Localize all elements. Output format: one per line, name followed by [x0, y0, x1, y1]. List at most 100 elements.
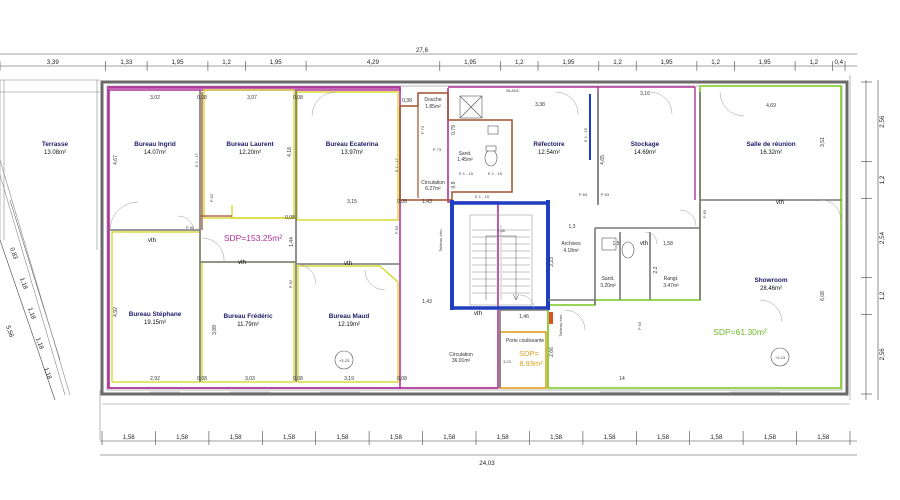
left-diagonal-dimension: 0,83	[8, 247, 19, 261]
dim-label: 2,66	[549, 347, 555, 357]
top-segment-dimension: 0,4	[834, 59, 843, 66]
label-tableau-elec: Tableau élec.	[558, 313, 563, 337]
right-segment-dimension: 2,56	[879, 115, 886, 128]
dim-label: 0,38	[402, 98, 412, 104]
door-tag: P 73	[433, 147, 442, 152]
room-name-rangt: Rangt.	[664, 276, 679, 282]
office-stephane-outline	[111, 231, 201, 383]
dim-label: 1,43	[422, 199, 432, 205]
room-area-ecaterina: 13.97m²	[341, 150, 363, 156]
bottom-segment-dimension: 1,58	[764, 434, 777, 441]
dim-label: 0,08	[197, 95, 207, 101]
dim-label: 0,08	[293, 95, 303, 101]
interior-walls	[108, 90, 841, 388]
bottom-segment-dimension: 1,58	[390, 434, 403, 441]
exterior-walls	[100, 75, 851, 405]
bottom-segment-dimension: 1,58	[710, 434, 723, 441]
magenta-zone-frame	[107, 86, 401, 389]
top-segment-dimension: 1,95	[759, 59, 772, 66]
right-segment-dimension: 1,2	[879, 175, 886, 184]
sdp-label-orange-prefix: SDP=	[519, 349, 539, 358]
dim-label: 3,03	[245, 376, 255, 382]
laurent-corridor-yellow	[231, 205, 296, 219]
door-tag: P 82	[288, 279, 293, 288]
bottom-segment-dimension: 1,58	[550, 434, 563, 441]
room-name-stockage: Stockage	[631, 141, 660, 148]
top-segment-dimension: 1,95	[661, 59, 674, 66]
top-segment-dimension: 1,95	[270, 59, 283, 66]
top-segment-dimension: 1,2	[809, 59, 818, 66]
room-name-ecaterina: Bureau Ecaterina	[326, 141, 379, 148]
office-ecaterina-outline	[296, 91, 399, 221]
room-name-douche: Douche	[424, 97, 441, 103]
top-segment-dimension: 1,2	[222, 59, 231, 66]
door-tag: P 83	[601, 192, 610, 197]
door-tag: P 82	[209, 193, 214, 202]
terrace-zone	[0, 79, 101, 440]
dim-label: 14	[619, 376, 625, 382]
left-diagonal-dimension: 1,18	[34, 337, 45, 351]
door-tag: E 1 - 15	[475, 194, 490, 199]
height-markers: +3.23 +3.23 3.23	[334, 347, 790, 370]
room-name-terrasse: Terrasse	[42, 141, 69, 148]
door-tag: P 83	[579, 192, 588, 197]
door-swings	[109, 91, 842, 331]
room-name-archives: Archives	[561, 241, 581, 247]
top-segment-dimension: 3,39	[47, 59, 60, 66]
label-porte-coulissante: Porte coulissante	[506, 338, 545, 344]
left-diagonal-dimension: 1,18	[18, 277, 29, 291]
dim-label: 0,08	[197, 376, 207, 382]
door-tags: P 82 P 82 P 82 P 83 P 73 P 73 P 83 P 83 …	[186, 125, 707, 330]
height-marker-maud: +3.23	[339, 358, 350, 363]
top-segment-dimension: 1,2	[613, 59, 622, 66]
dim-label: 1,58	[663, 241, 673, 247]
room-name-circulation-small: Circulation	[421, 180, 445, 186]
dim-label: 4,92	[113, 307, 119, 317]
top-segment-dimension: 1,95	[171, 59, 184, 66]
door-tag: P 73	[420, 125, 425, 134]
room-area-refectoire: 12.54m²	[538, 150, 560, 156]
door-tag: E 1 - 15	[583, 127, 588, 142]
room-area-circulation-main: 36.01m²	[452, 358, 471, 364]
dim-label: 2,2	[653, 266, 659, 273]
interior-dimensions: 3,02 0,08 3,07 0,08 0,38 3,38 3,16 4,69 …	[113, 91, 826, 382]
staircase	[469, 214, 533, 306]
dim-label: 2,92	[150, 376, 160, 382]
dim-label: 0,08	[285, 215, 295, 221]
dim-label: 3,38	[535, 102, 545, 108]
right-dimension-chain: 2,561,22,541,22,56	[861, 80, 886, 400]
room-area-laurent: 12.20m²	[239, 150, 261, 156]
stair-shaft-outline	[450, 201, 550, 310]
dim-label: 3,07	[247, 95, 257, 101]
dim-label: 0,79	[451, 125, 457, 135]
room-area-stockage: 14.69m²	[634, 150, 656, 156]
vth-label: vth	[776, 200, 784, 206]
vth-label: vth	[474, 311, 482, 317]
room-area-archives: 4.18m²	[563, 248, 579, 254]
sdp-labels: SDP=153.25m² SDP=61.30m² SDP= 8.93m²	[224, 233, 767, 368]
room-area-sanit-1: 1.45m²	[457, 157, 473, 163]
door-tag: E 1 - 17	[394, 157, 399, 172]
left-diagonal-dimension: 5,56	[4, 325, 15, 339]
room-name-ingrid: Bureau Ingrid	[134, 141, 176, 148]
bottom-segment-dimension: 1,58	[443, 434, 456, 441]
room-area-stephane: 19.15m²	[144, 320, 166, 326]
room-area-frederic: 11.79m²	[237, 322, 259, 328]
dim-label: 1,46	[519, 314, 529, 320]
vth-label: vth	[148, 238, 156, 244]
vth-label: vth	[344, 261, 352, 267]
bottom-segment-dimension: 1,58	[176, 434, 189, 441]
door-tag: E 1 - 17	[194, 152, 199, 167]
bottom-segment-dimension: 1,58	[230, 434, 243, 441]
door-tag: P 83	[394, 225, 399, 234]
top-segment-dimension: 1,2	[711, 59, 720, 66]
room-area-douche: 1.85m²	[425, 104, 441, 110]
dim-label: 1,44	[289, 237, 295, 247]
bottom-segment-dimension: 1,58	[817, 434, 830, 441]
door-tag: E 1 - 15	[459, 171, 474, 176]
door-tag: P 83	[702, 209, 707, 218]
room-name-reunion: Salle de réunion	[746, 141, 795, 148]
top-segment-dimension: 1,95	[464, 59, 477, 66]
sdp-label-magenta: SDP=153.25m²	[224, 233, 283, 243]
